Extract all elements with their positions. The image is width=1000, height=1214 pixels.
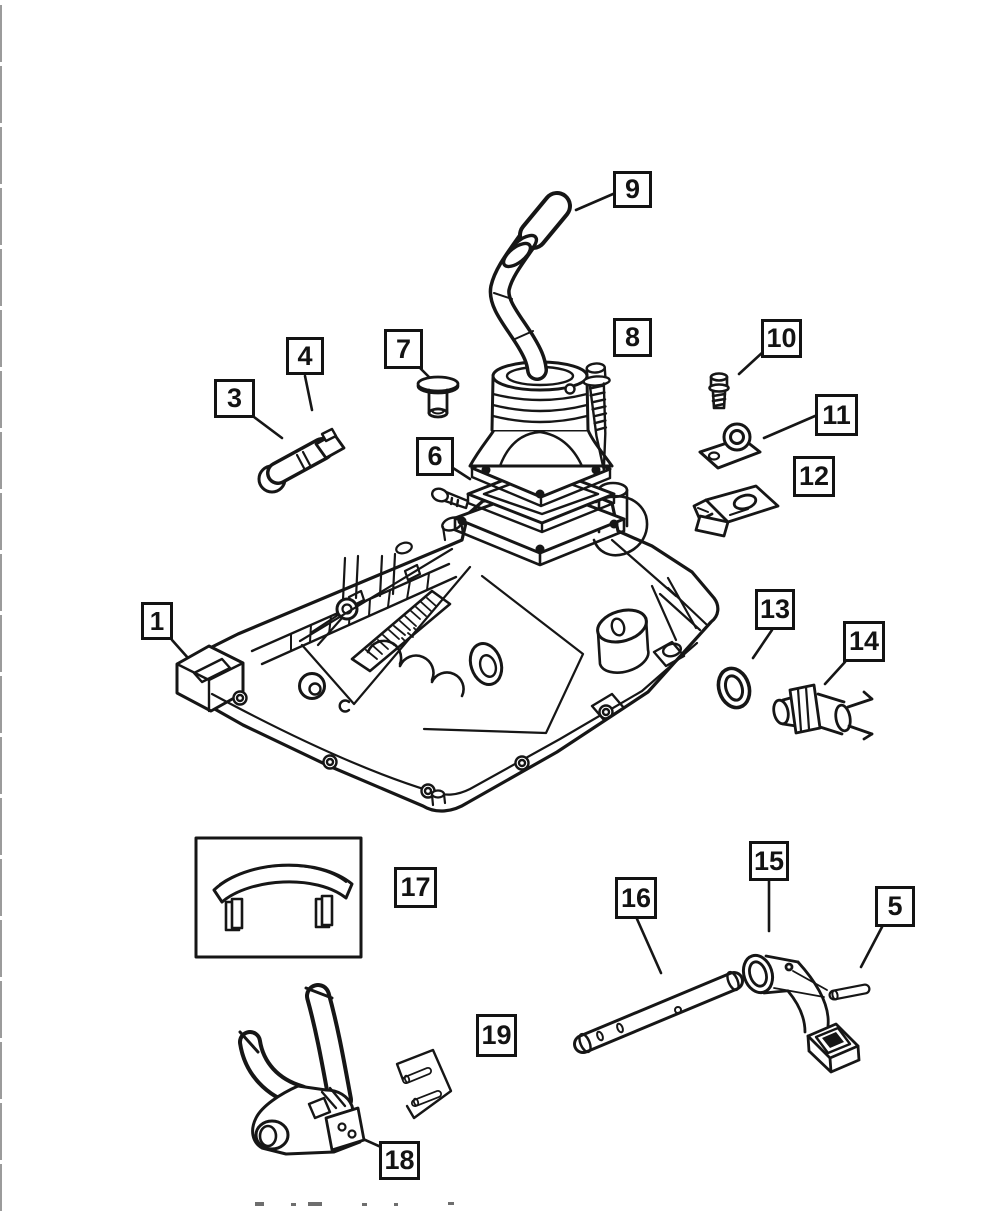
callout-12: 12: [793, 456, 835, 497]
callout-19: 19: [476, 1014, 517, 1057]
callout-3: 3: [214, 379, 255, 418]
callout-13: 13: [755, 589, 795, 630]
shifter-tower-art: [431, 360, 626, 567]
spring-kit-box-art: [194, 836, 363, 959]
callout-4: 4: [286, 337, 324, 375]
detent-plunger-art: [257, 427, 346, 494]
shift-cover-housing-art: [175, 481, 720, 813]
callout-6: 6: [416, 437, 454, 476]
bracket-art: [692, 484, 780, 538]
cutoff-text-mark: [362, 1203, 367, 1206]
callout-14: 14: [843, 621, 885, 662]
callout-7: 7: [384, 329, 423, 369]
leader-lines: [170, 192, 884, 1149]
cushion-clamp-art: [698, 422, 762, 470]
bolt-art: [708, 372, 730, 410]
shift-rail-art: [573, 970, 744, 1054]
selector-arm-art: [741, 953, 861, 1074]
shift-fork-art: [238, 983, 366, 1156]
shift-lever-art: [488, 191, 572, 381]
callout-17: 17: [394, 867, 437, 908]
callout-10: 10: [761, 319, 802, 358]
cutoff-text-mark: [448, 1202, 454, 1205]
callout-18: 18: [379, 1141, 420, 1180]
cutoff-text-mark: [308, 1202, 322, 1206]
cutoff-text-mark: [394, 1203, 398, 1206]
page-edge-artifact: [0, 5, 2, 1211]
o-ring-art: [716, 666, 752, 710]
callout-15: 15: [749, 841, 789, 881]
callout-11: 11: [815, 394, 858, 436]
switch-art: [772, 683, 874, 741]
callout-1: 1: [141, 602, 173, 640]
roll-pins-art: [395, 1048, 453, 1120]
callout-16: 16: [615, 877, 657, 919]
cutoff-text-mark: [255, 1202, 264, 1206]
callout-8: 8: [613, 318, 652, 357]
pin-art: [828, 983, 871, 1001]
callout-5: 5: [875, 886, 915, 927]
callout-9: 9: [613, 171, 652, 208]
cutoff-text-mark: [291, 1203, 296, 1206]
grommet-art: [416, 375, 460, 419]
